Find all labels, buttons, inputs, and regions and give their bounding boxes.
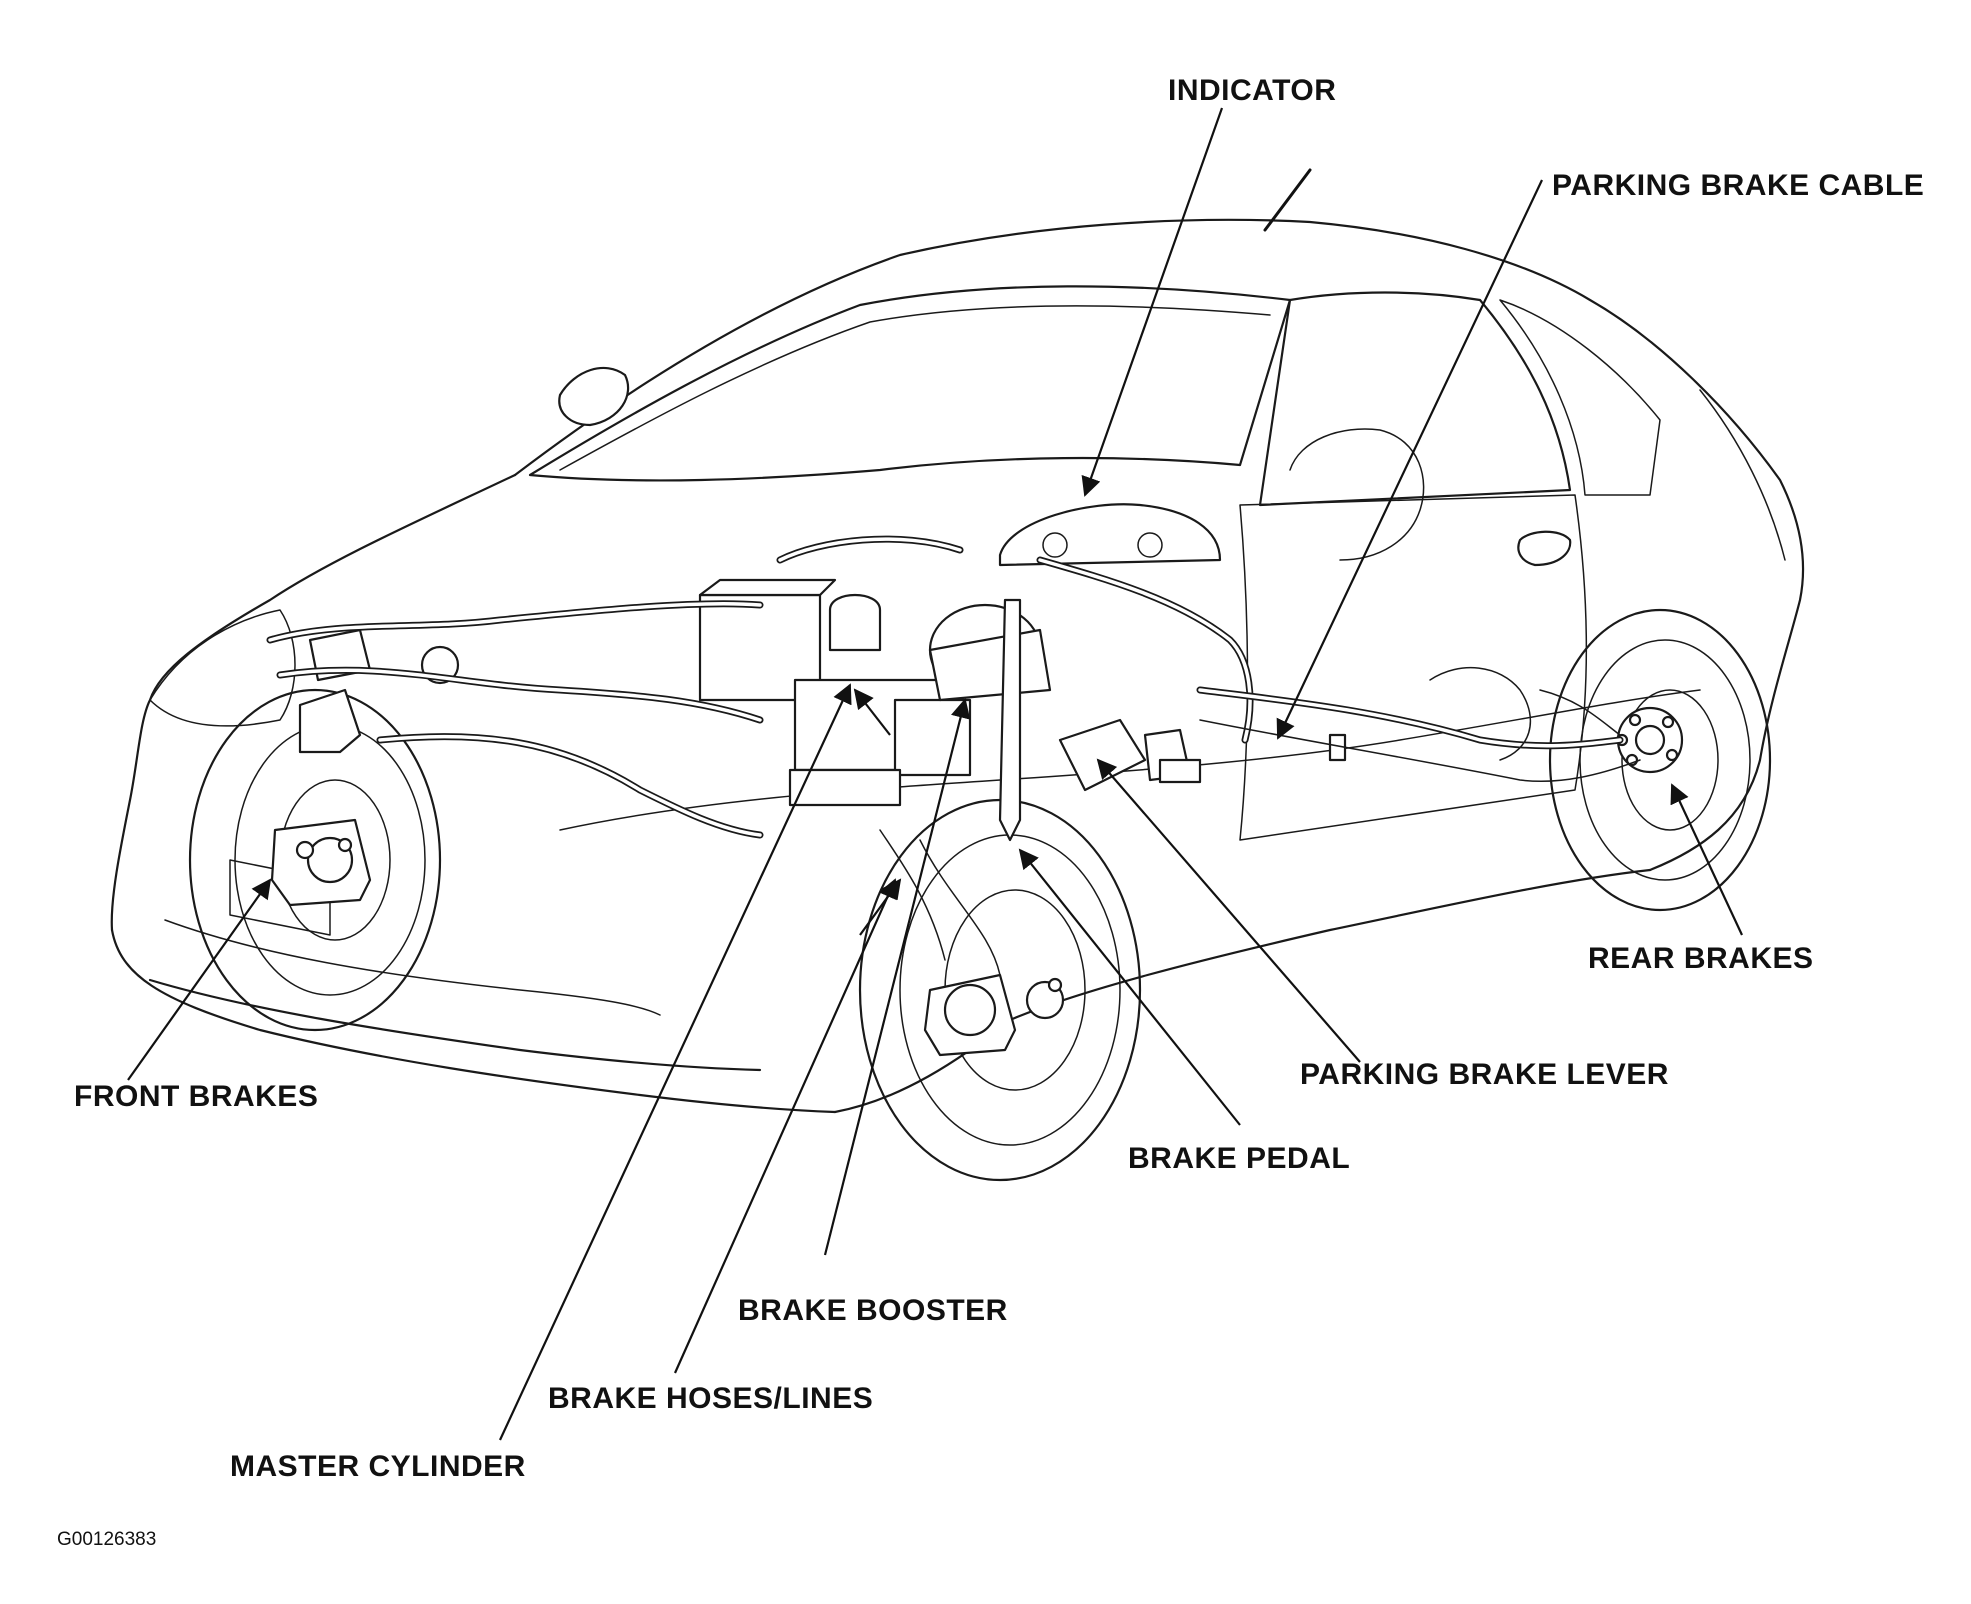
car-headlight — [149, 609, 296, 727]
front-left-brake-assembly — [270, 818, 372, 907]
rear-brakes-label: REAR BRAKES — [1588, 942, 1814, 975]
car-door-handle — [1517, 530, 1572, 567]
brake-hoses-lines-label: BRAKE HOSES/LINES — [548, 1382, 873, 1415]
brake-hoses-lines-leader — [673, 878, 897, 1374]
parking-brake-lever-leader — [1096, 758, 1361, 1063]
car-door-window — [1258, 291, 1572, 507]
car-seat — [1289, 428, 1425, 561]
car-bumper-crease — [164, 919, 661, 1016]
brake-hoses-lines-leader-2 — [859, 878, 902, 936]
indicator-label: INDICATOR — [1168, 74, 1336, 107]
front-brakes-leader — [127, 878, 272, 1081]
car-door-outline — [1239, 494, 1587, 841]
master-cylinder-label: MASTER CYLINDER — [230, 1450, 526, 1483]
rear-brake-fitting — [1328, 733, 1347, 762]
brake-booster-leader — [823, 698, 971, 1256]
brake-pedal-label: BRAKE PEDAL — [1128, 1142, 1350, 1175]
car-front-bumper — [110, 928, 837, 1114]
figure-id-label: G00126383 — [57, 1529, 156, 1550]
abs-modulator — [788, 678, 972, 807]
instrument-cluster — [998, 503, 1222, 567]
parking-brake-lever-assembly — [1058, 718, 1202, 792]
brake-booster-leader-2 — [853, 688, 891, 736]
car-rear-hatch — [1699, 389, 1786, 561]
battery-top — [698, 578, 837, 597]
brake-pedal-arm — [998, 598, 1022, 842]
rear-right-wheel — [1548, 608, 1772, 912]
rear-brakes-leader — [1670, 783, 1743, 936]
brake-lines — [266, 535, 1641, 976]
front-brakes-label: FRONT BRAKES — [74, 1080, 318, 1113]
master-cylinder-reservoir — [828, 593, 882, 652]
car-hood — [110, 473, 517, 932]
brake-booster-label: BRAKE BOOSTER — [738, 1294, 1008, 1327]
car-windshield-inner — [559, 305, 1271, 471]
car-bumper-lower — [148, 978, 762, 1072]
car-rocker — [833, 868, 1652, 1114]
brake-pedal-leader — [1018, 848, 1241, 1126]
brake-booster-body — [928, 603, 1052, 702]
parking-brake-cable-leader — [1276, 179, 1543, 740]
master-cylinder-leader — [499, 683, 852, 1441]
rear-brake-assembly — [1615, 706, 1684, 774]
car-antenna — [1263, 168, 1312, 232]
front-right-brake-assembly — [923, 973, 1065, 1057]
parking-brake-lever-label: PARKING BRAKE LEVER — [1300, 1058, 1669, 1091]
car-roofline — [513, 218, 1805, 872]
car-rear-quarter-window — [1499, 299, 1661, 496]
indicator-leader — [1081, 107, 1224, 497]
parking-brake-cable-label: PARKING BRAKE CABLE — [1552, 169, 1924, 202]
car-side-mirror — [558, 366, 630, 427]
